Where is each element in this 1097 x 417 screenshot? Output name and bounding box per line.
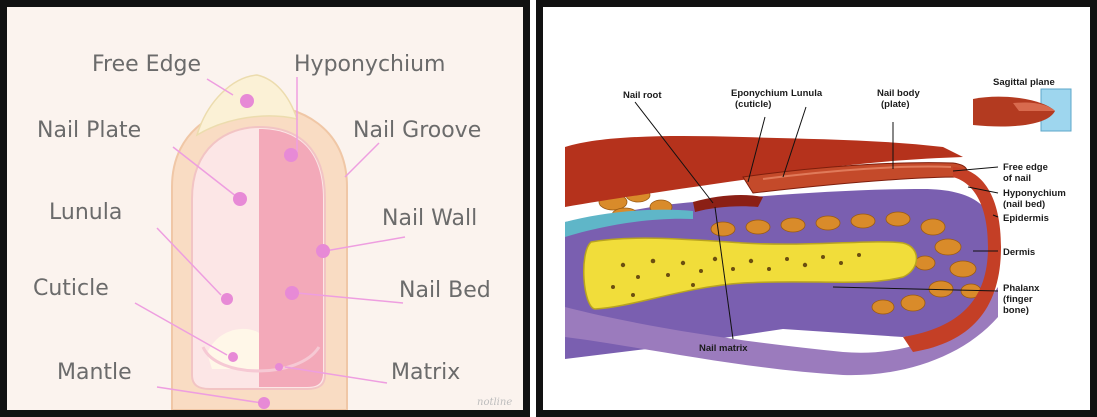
label-phalanx-1: Phalanx (1003, 283, 1040, 294)
label-lunula: Lunula (49, 200, 122, 225)
label-cuticle: Cuticle (33, 276, 109, 301)
leader-nail-groove (345, 143, 379, 177)
dot-nail-wall (316, 244, 330, 258)
dot-nail-bed (285, 286, 299, 300)
cross-section-illustration (565, 136, 1001, 375)
label-nail-root: Nail root (623, 90, 662, 101)
label-lunula-cs: Lunula (791, 88, 823, 99)
dot-lunula (221, 293, 233, 305)
label-mantle: Mantle (57, 360, 132, 385)
label-epidermis: Epidermis (1003, 213, 1049, 224)
label-phalanx-3: bone) (1003, 305, 1029, 316)
label-hyponychium: Hyponychium (294, 52, 445, 77)
label-sagittal-plane: Sagittal plane (993, 77, 1055, 88)
dot-matrix (275, 363, 283, 371)
label-free-edge-2: of nail (1003, 173, 1031, 184)
label-phalanx-2: (finger (1003, 294, 1033, 305)
label-hyponychium-2: (nail bed) (1003, 199, 1045, 210)
label-nail-matrix: Nail matrix (699, 343, 748, 354)
dot-free-edge (240, 94, 254, 108)
nail-anatomy-panel: Free Edge Hyponychium Nail Plate Nail Gr… (0, 0, 530, 417)
label-eponychium-2: (cuticle) (735, 99, 771, 110)
watermark: notline (477, 397, 512, 408)
sagittal-plane-inset (973, 89, 1071, 131)
dot-hyponychium (284, 148, 298, 162)
label-nail-body-2: (plate) (881, 99, 910, 110)
label-free-edge: Free Edge (92, 52, 201, 77)
label-nail-groove: Nail Groove (353, 118, 481, 143)
nail-cross-section-panel: Sagittal plane Nail root Eponychium (cut… (536, 0, 1097, 417)
label-nail-bed: Nail Bed (399, 278, 491, 303)
nail-anatomy-diagram: Free Edge Hyponychium Nail Plate Nail Gr… (7, 7, 523, 410)
label-nail-body-1: Nail body (877, 88, 920, 99)
label-free-edge-1: Free edge (1003, 162, 1048, 173)
dot-nail-plate (233, 192, 247, 206)
nail-cross-section-diagram: Sagittal plane Nail root Eponychium (cut… (543, 7, 1090, 410)
label-hyponychium-1: Hyponychium (1003, 188, 1066, 199)
dot-mantle (258, 397, 270, 409)
label-matrix: Matrix (391, 360, 460, 385)
nail-bed-shape (259, 129, 323, 387)
label-dermis: Dermis (1003, 247, 1035, 258)
label-nail-wall: Nail Wall (382, 206, 477, 231)
label-eponychium-1: Eponychium (731, 88, 788, 99)
label-nail-plate: Nail Plate (37, 118, 141, 143)
dot-cuticle (228, 352, 238, 362)
